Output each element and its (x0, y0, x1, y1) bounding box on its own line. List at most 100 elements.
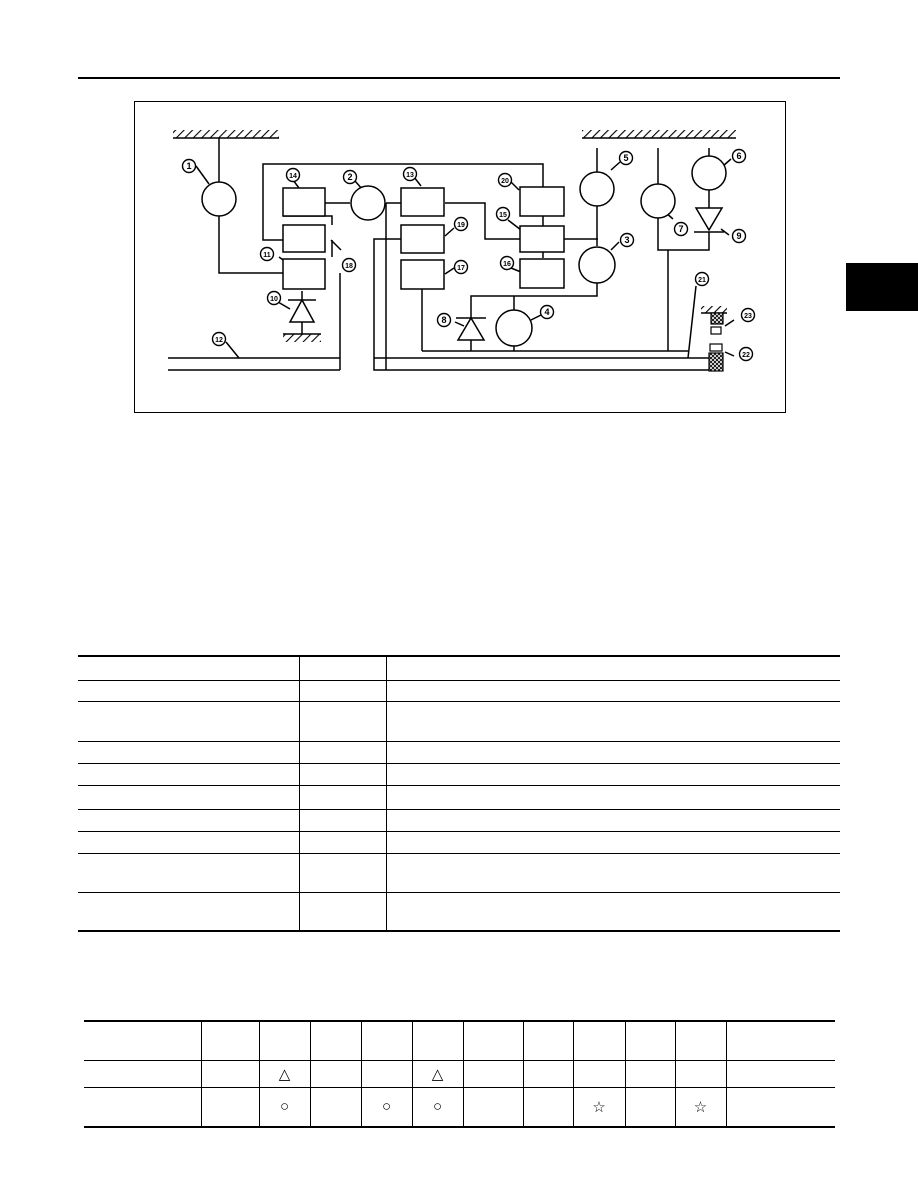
ground-hatch-bottom (283, 334, 321, 342)
callout-21: 21 (694, 271, 710, 287)
table-cell (385, 701, 840, 742)
star-icon: ☆ (693, 1098, 708, 1116)
block-22b (708, 352, 724, 372)
clutch-3 (578, 246, 616, 284)
table-cell (725, 1087, 835, 1127)
callout-6: 6 (731, 148, 747, 164)
table-row (78, 809, 840, 832)
table-cell (522, 1060, 573, 1088)
operation-table: △△○○○☆☆ (84, 1020, 835, 1128)
table-cell (385, 741, 840, 764)
table-cell (298, 763, 386, 786)
table-cell (84, 1021, 201, 1061)
callout-label: 18 (345, 263, 353, 270)
table-row (78, 763, 840, 786)
callout-label: 17 (457, 265, 465, 272)
table-row (78, 741, 840, 764)
table-cell (84, 1060, 201, 1088)
ground-hatch-small (701, 306, 727, 313)
box-13 (400, 187, 445, 217)
callout-label: 22 (742, 352, 750, 359)
table-cell (78, 656, 299, 681)
triangle-icon: △ (278, 1065, 291, 1083)
table-cell (624, 1021, 675, 1061)
table-row: △△ (84, 1060, 835, 1088)
callout-4: 4 (539, 304, 555, 320)
clutch-4 (495, 309, 533, 347)
callout-label: 1 (186, 161, 191, 171)
table-cell: ○ (411, 1087, 463, 1127)
specification-table (78, 655, 840, 932)
callout-label: 5 (623, 153, 628, 163)
ground-hatch-left (173, 130, 279, 138)
table-cell (84, 1087, 201, 1127)
callout-label: 7 (678, 224, 683, 234)
table-cell (572, 1021, 625, 1061)
table-cell (78, 853, 299, 893)
table-cell (78, 785, 299, 810)
table-cell (258, 1021, 310, 1061)
callout-10: 10 (266, 290, 282, 306)
callout-label: 3 (624, 235, 629, 245)
circle-icon: ○ (432, 1098, 443, 1116)
callout-label: 4 (544, 307, 549, 317)
callout-20: 20 (497, 172, 513, 188)
circle-icon: ○ (279, 1098, 290, 1116)
callout-label: 6 (736, 151, 741, 161)
box-16 (519, 258, 565, 289)
clutch-circles (201, 155, 727, 347)
callout-label: 8 (441, 315, 446, 325)
callout-label: 20 (501, 178, 509, 185)
table-row: ○○○☆☆ (84, 1087, 835, 1127)
callout-16: 16 (499, 255, 515, 271)
ground-hatch-right (582, 130, 736, 138)
table-cell (298, 701, 386, 742)
callout-17: 17 (453, 259, 469, 275)
callout-23: 23 (740, 307, 756, 323)
box-19 (400, 224, 445, 254)
connection-lines (168, 138, 735, 371)
callout-9: 9 (731, 228, 747, 244)
callout-3: 3 (619, 232, 635, 248)
table-cell: △ (258, 1060, 310, 1088)
callout-label: 15 (499, 212, 507, 219)
table-cell (360, 1060, 412, 1088)
callout-7: 7 (673, 221, 689, 237)
box-18 (282, 224, 326, 253)
table-cell (674, 1060, 726, 1088)
table-cell (385, 656, 840, 681)
callout-1: 1 (181, 158, 197, 174)
callout-12: 12 (211, 331, 227, 347)
owc-9 (694, 207, 724, 232)
table-cell (522, 1021, 573, 1061)
block-23b (710, 326, 722, 335)
callout-label: 23 (744, 313, 752, 320)
callout-14: 14 (285, 167, 301, 183)
table-cell (298, 892, 386, 931)
table-cell (309, 1021, 361, 1061)
table-cell (298, 853, 386, 893)
table-cell: △ (411, 1060, 463, 1088)
table-cell (298, 785, 386, 810)
callout-8: 8 (436, 312, 452, 328)
table-cell (78, 701, 299, 742)
callout-label: 13 (406, 172, 414, 179)
table-cell (522, 1087, 573, 1127)
table-cell (385, 809, 840, 832)
table-cell (298, 656, 386, 681)
table-cell (385, 831, 840, 854)
table-cell (200, 1087, 259, 1127)
ground-hatches (173, 130, 736, 342)
block-22a (709, 343, 723, 352)
table-cell (78, 831, 299, 854)
callout-label: 10 (270, 296, 278, 303)
table-row (78, 656, 840, 681)
clutch-2 (350, 185, 386, 221)
table-cell (298, 680, 386, 702)
table-cell (462, 1087, 523, 1127)
table-cell (462, 1060, 523, 1088)
table-row (78, 785, 840, 810)
callout-label: 14 (289, 173, 297, 180)
